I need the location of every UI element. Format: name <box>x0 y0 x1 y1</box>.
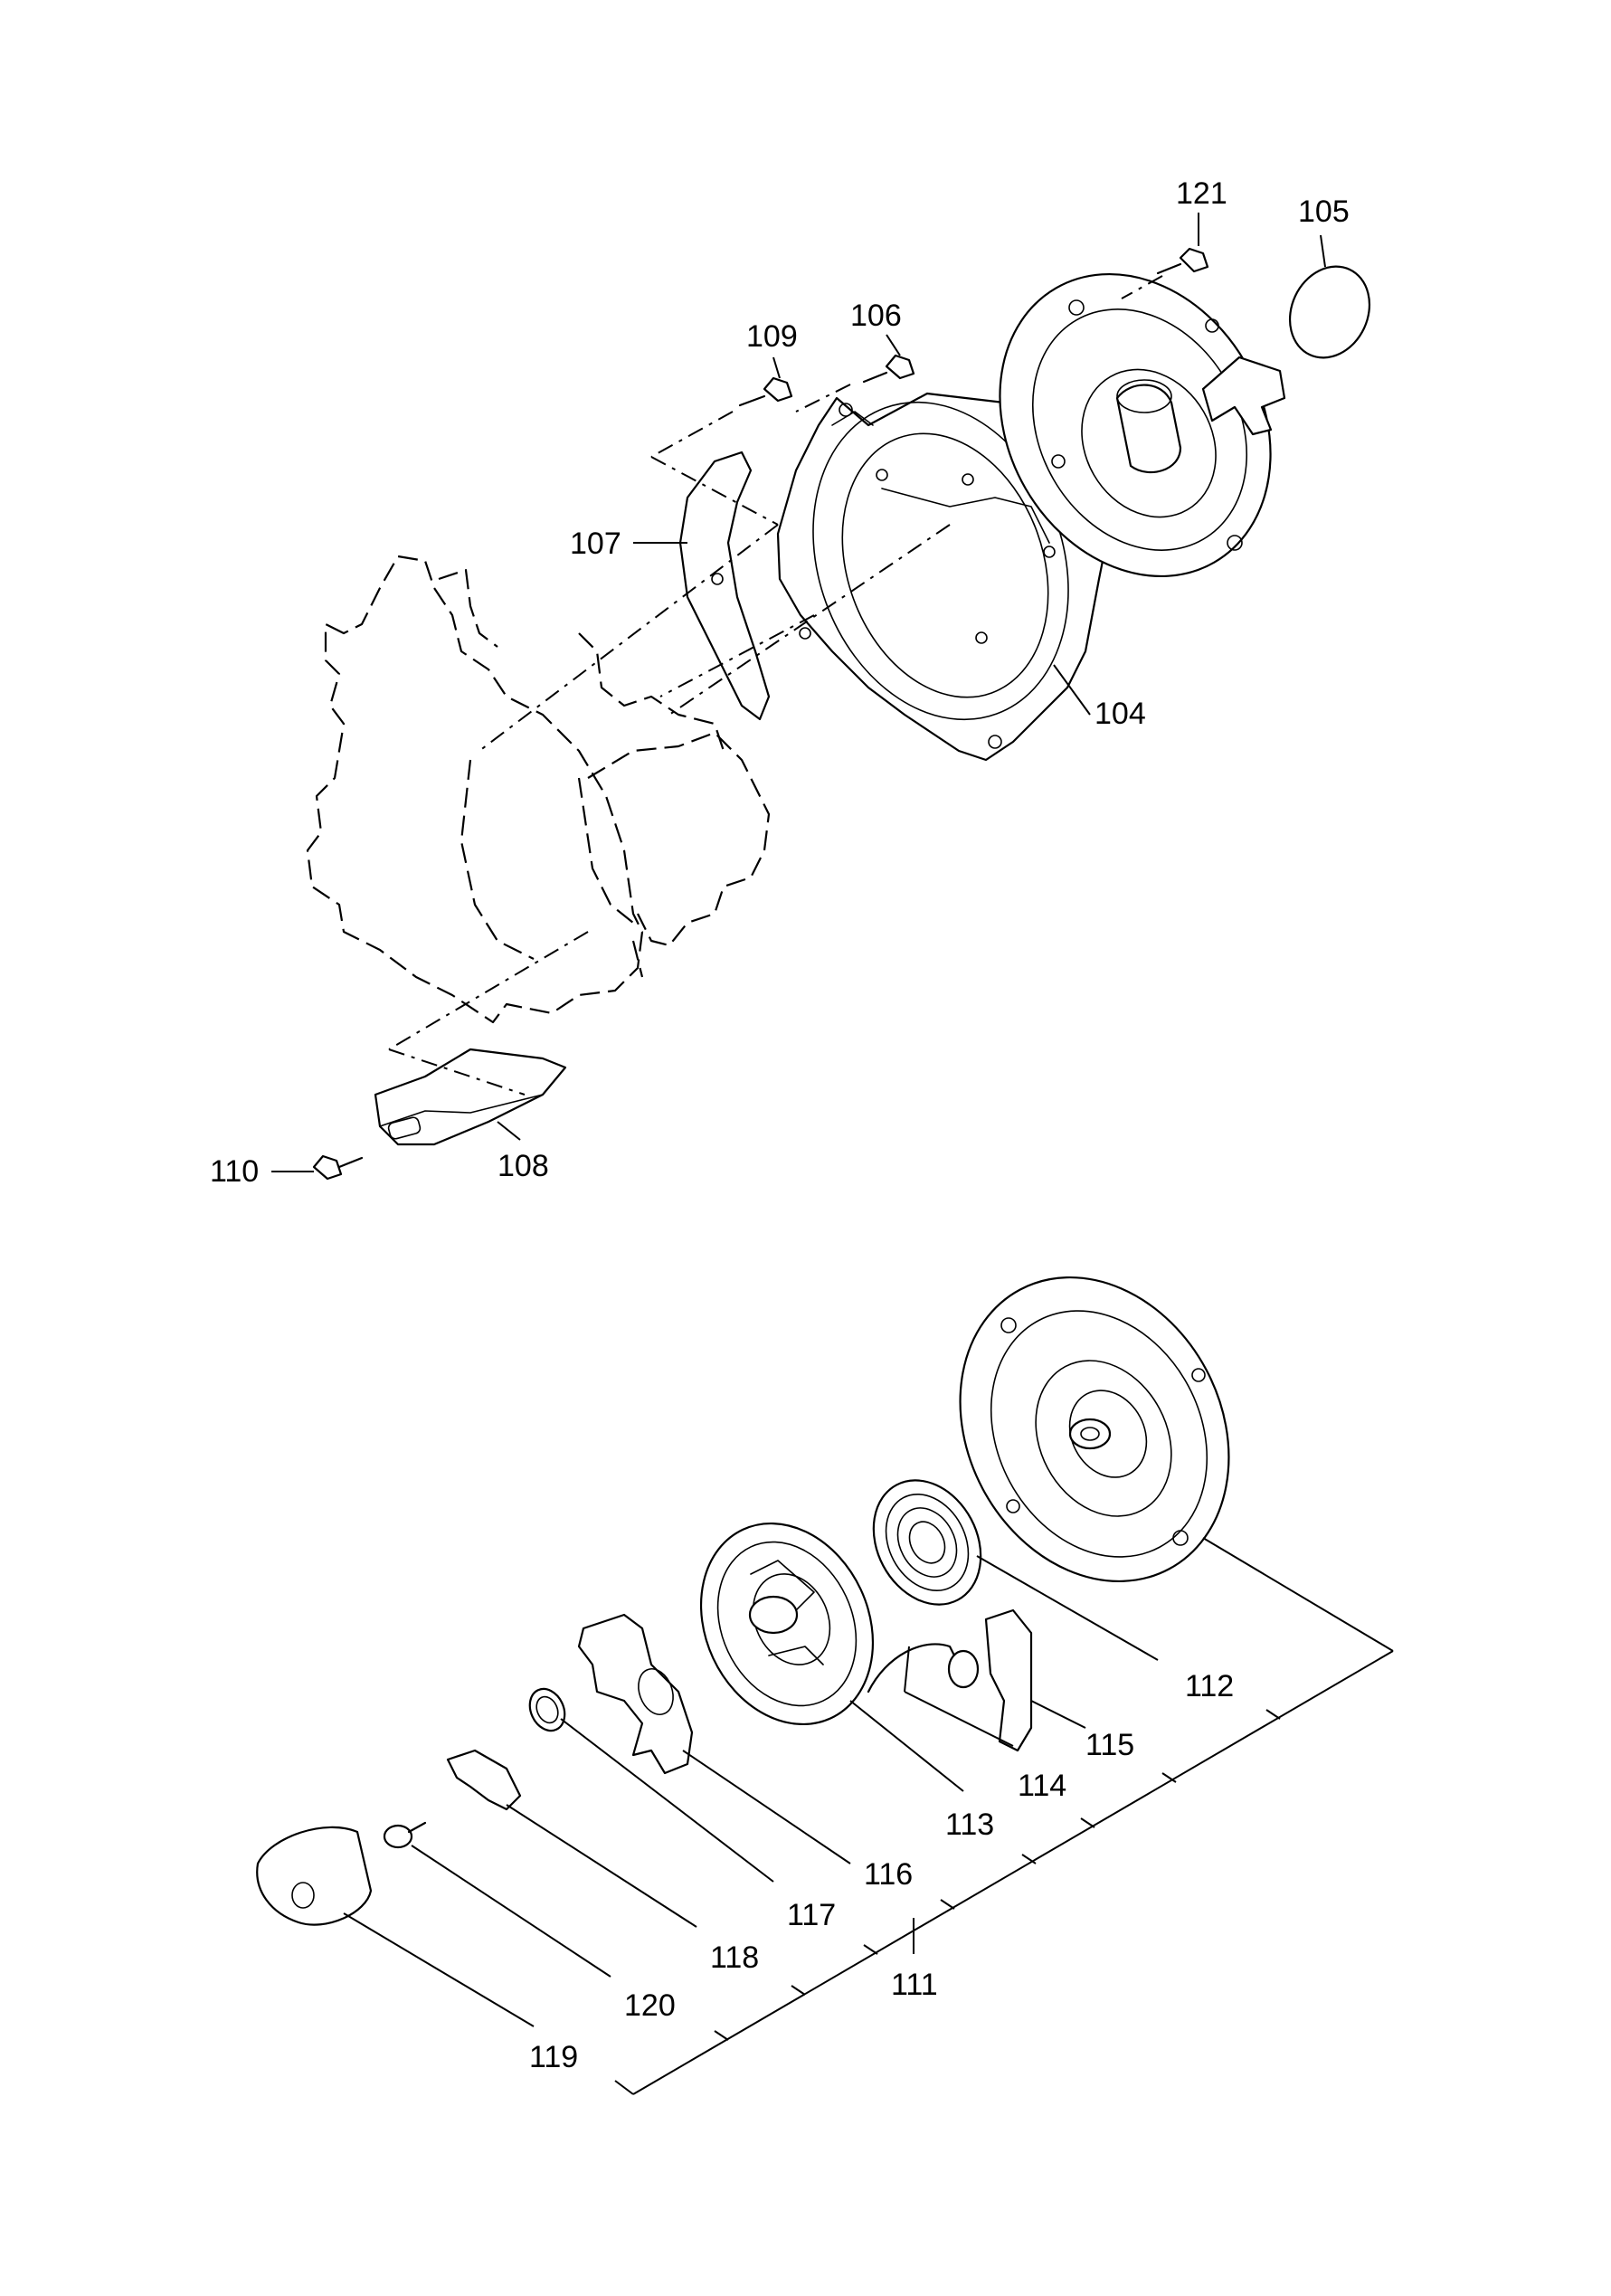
callout-113: 113 <box>945 1807 994 1842</box>
friction-plate-118 <box>446 1749 522 1811</box>
bolt-121 <box>1156 247 1209 275</box>
drive-pulley-119 <box>256 1826 373 1926</box>
bolt-106 <box>862 354 915 384</box>
callout-111: 111 <box>891 1968 938 2002</box>
engine-phantom-outline <box>306 555 771 1024</box>
callout-110: 110 <box>210 1154 259 1189</box>
cap-105 <box>1288 265 1371 359</box>
callout-118: 118 <box>710 1940 759 1975</box>
callout-115: 115 <box>1085 1728 1134 1762</box>
callout-109: 109 <box>746 319 798 354</box>
baffle-107 <box>678 451 771 721</box>
callout-114: 114 <box>1018 1769 1066 1803</box>
callout-121: 121 <box>1176 176 1227 211</box>
bracket-108 <box>374 1048 567 1146</box>
starter-rope-114 <box>867 1643 961 1694</box>
ratchet-116 <box>577 1613 694 1775</box>
leader-lines <box>271 213 1326 2027</box>
starter-case-112 <box>959 1276 1230 1583</box>
recoil-starter-upper <box>999 272 1286 578</box>
bolt-110 <box>312 1154 364 1181</box>
screw-120 <box>383 1821 427 1849</box>
spiral-spring <box>872 1479 982 1606</box>
group-bracket-111 <box>614 1537 1394 2095</box>
reel-113 <box>699 1522 875 1726</box>
bolt-109 <box>738 376 793 407</box>
callout-labels: 121 105 106 109 107 104 108 110 112 115 … <box>210 176 1350 2074</box>
callout-105: 105 <box>1298 194 1350 229</box>
callout-117: 117 <box>787 1898 836 1932</box>
callout-106: 106 <box>850 299 902 333</box>
callout-104: 104 <box>1095 697 1146 731</box>
assembly-centerlines <box>388 275 1163 1096</box>
callout-116: 116 <box>864 1857 913 1892</box>
callout-112: 112 <box>1185 1669 1234 1703</box>
callout-119: 119 <box>529 2040 578 2074</box>
small-spring-117 <box>528 1687 566 1732</box>
starter-handle-115 <box>947 1608 1033 1752</box>
callout-107: 107 <box>570 527 621 561</box>
callout-108: 108 <box>498 1149 549 1183</box>
callout-120: 120 <box>624 1988 676 2023</box>
